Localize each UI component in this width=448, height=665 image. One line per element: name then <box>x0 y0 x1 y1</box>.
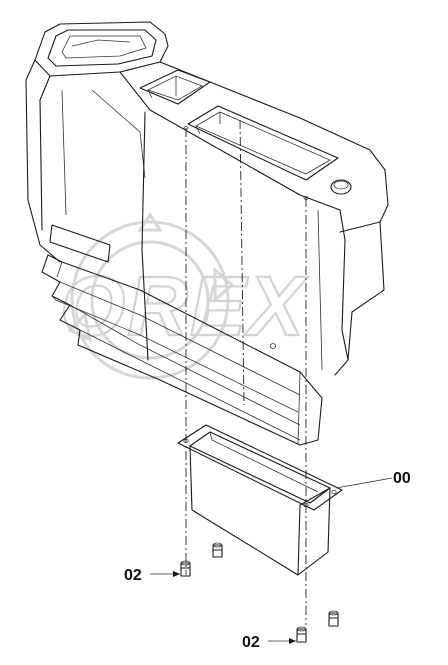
storage-tray <box>177 424 343 576</box>
assembly-lines <box>185 119 307 625</box>
callout-00-label: 00 <box>393 470 411 487</box>
screw-upper-left <box>180 560 191 577</box>
screw-upper-middle <box>212 542 223 558</box>
callout-02-upper: 02 <box>124 567 180 584</box>
callout-02-lower: 02 <box>242 634 296 651</box>
callout-00: 00 <box>335 470 411 489</box>
screw-lower-right <box>328 610 339 627</box>
callout-02-upper-label: 02 <box>124 567 142 584</box>
watermark: OREX <box>59 212 309 380</box>
callout-02-lower-label: 02 <box>242 634 260 651</box>
console-housing <box>25 21 389 446</box>
mount-hole-right <box>303 196 309 200</box>
mount-hole-left <box>183 126 189 130</box>
watermark-text: OREX <box>60 259 309 353</box>
screw-lower-middle <box>296 626 307 643</box>
